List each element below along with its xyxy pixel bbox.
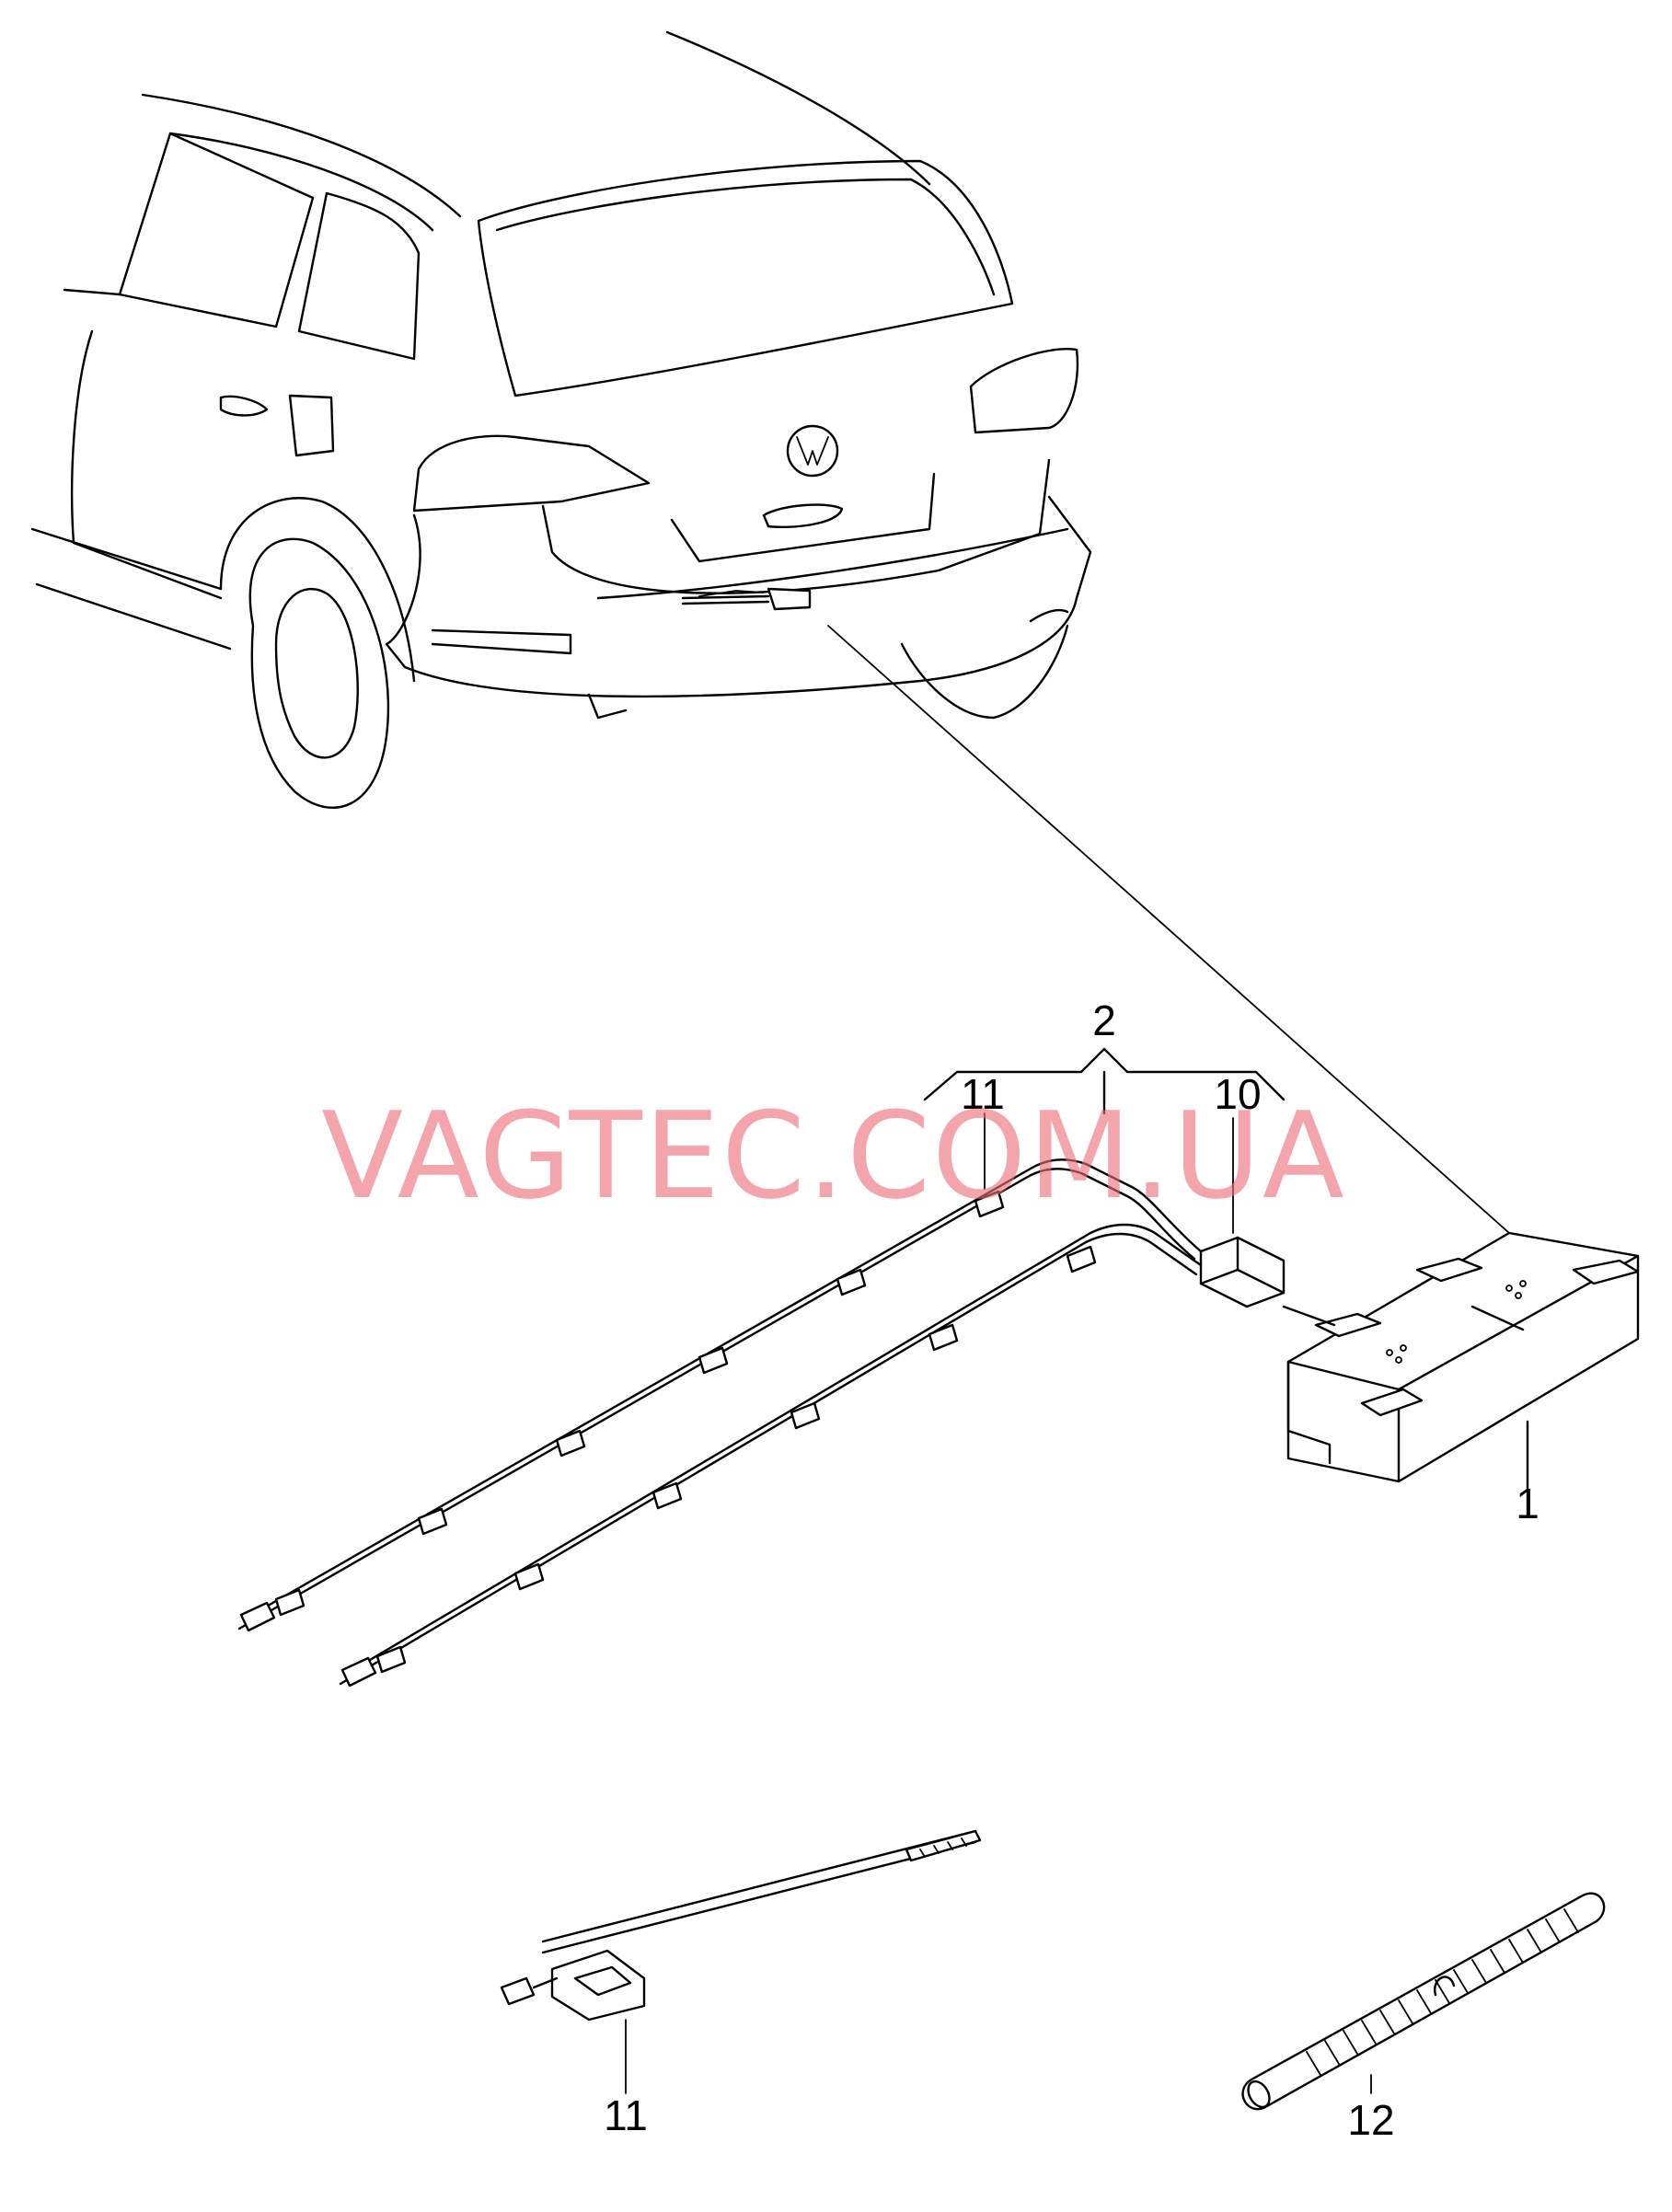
- corrugated-tube-part-12: [1241, 1892, 1606, 2111]
- callout-part-2: 2: [1092, 997, 1116, 1044]
- callout-part-12: 12: [1347, 2096, 1394, 2144]
- callout-part-11-harness: 11: [961, 1070, 1005, 1118]
- callout-part-11-tie: 11: [604, 2091, 648, 2139]
- callout-part-10: 10: [1214, 1070, 1261, 1118]
- control-unit-part-1: [1286, 1231, 1640, 1492]
- wiring-harness-part-2: [237, 1047, 1336, 1688]
- vehicle-rear-view: [30, 30, 1092, 809]
- callout-part-1: 1: [1516, 1480, 1539, 1527]
- cable-tie-part-11: [500, 1829, 982, 2094]
- leader-line-location: [827, 625, 1510, 1234]
